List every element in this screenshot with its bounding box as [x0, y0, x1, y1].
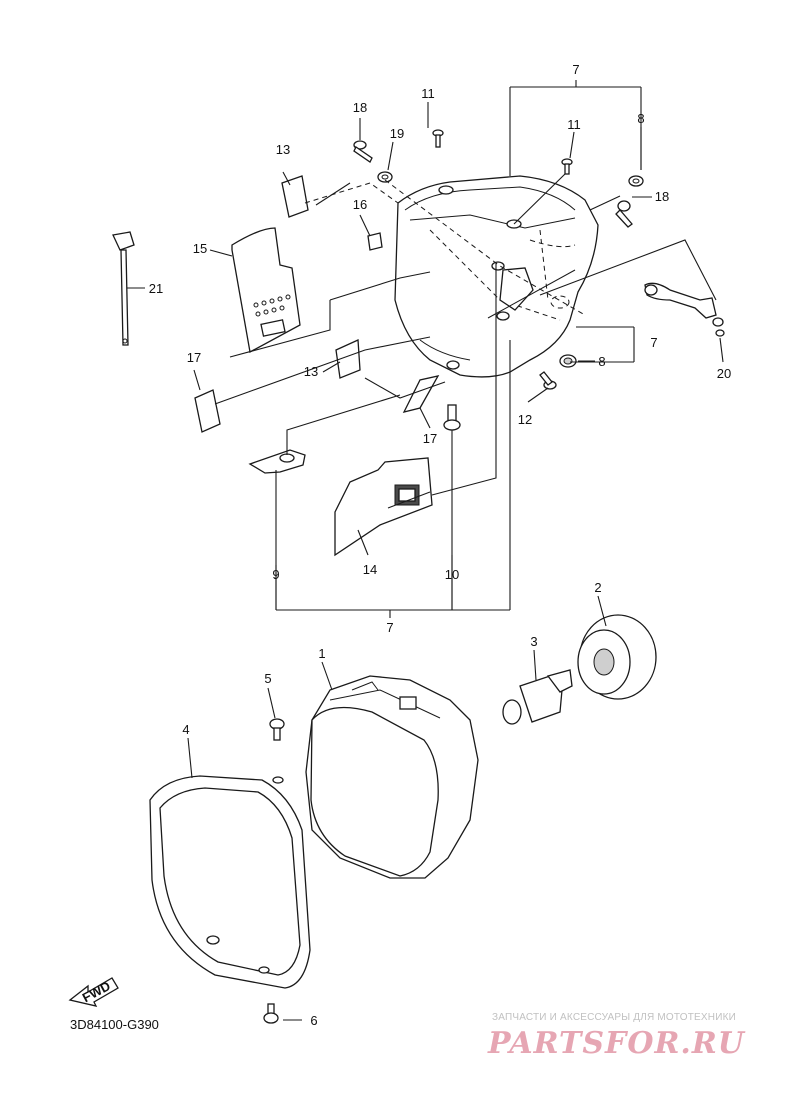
callout-17-left: 17: [187, 350, 201, 365]
callout-9: 9: [272, 567, 279, 582]
callout-14: 14: [363, 562, 377, 577]
callout-2: 2: [594, 580, 601, 595]
headlight-unit-1: [305, 675, 479, 879]
callout-18-right: 18: [655, 189, 669, 204]
callout-21: 21: [149, 281, 163, 296]
screw-5: [269, 718, 285, 741]
callout-numbers: 1 2 3 4 5 6 7 7 7 8 8 9 10 11 11 12 13 1…: [149, 62, 731, 1028]
callout-8-lower: 8: [598, 354, 605, 369]
label-15-dots: [253, 294, 291, 317]
diagram-code: 3D84100-G390: [70, 1017, 159, 1032]
bolt-18-left: [353, 140, 373, 163]
cable-tie-21: [112, 231, 135, 346]
bulb-3: [502, 669, 573, 725]
callout-16: 16: [353, 197, 367, 212]
callout-8-top: 8: [637, 111, 644, 126]
callout-7-right: 7: [650, 335, 657, 350]
callout-18-left: 18: [353, 100, 367, 115]
callout-10: 10: [445, 567, 459, 582]
callout-13-upper: 13: [276, 142, 290, 157]
rim-4: [149, 775, 311, 989]
label-14: [334, 457, 433, 557]
callout-4: 4: [182, 722, 189, 737]
bracket-20: [644, 282, 725, 337]
screw-11-right: [561, 158, 573, 175]
bolt-10: [443, 404, 461, 431]
callout-7-bottom: 7: [386, 620, 393, 635]
callout-6: 6: [310, 1013, 317, 1028]
callout-1: 1: [318, 646, 325, 661]
label-17-left: [194, 389, 221, 433]
grommet-8-top: [628, 175, 644, 187]
bracket-plate-9: [248, 449, 306, 474]
leader-lines: [127, 80, 724, 1021]
label-17-right: [402, 375, 440, 413]
screw-11-top: [432, 129, 444, 148]
callout-3: 3: [530, 634, 537, 649]
callout-12: 12: [518, 412, 532, 427]
label-16: [367, 232, 383, 251]
label-13-upper: [281, 175, 309, 218]
callout-7-top: 7: [572, 62, 579, 77]
watermark-caption: ЗАПЧАСТИ И АКСЕССУАРЫ ДЛЯ МОТОТЕХНИКИ: [492, 1012, 737, 1023]
label-15: [231, 227, 301, 353]
forward-arrow-icon: FWD: [68, 977, 119, 1007]
bulb-cover-2: [577, 614, 657, 700]
screw-6: [263, 1003, 279, 1024]
callout-19: 19: [390, 126, 404, 141]
grommet-8-lower: [559, 354, 577, 368]
callout-11-right: 11: [567, 117, 581, 132]
callout-11-top: 11: [421, 86, 435, 101]
callout-5: 5: [264, 671, 271, 686]
callout-13-middle: 13: [304, 364, 318, 379]
callout-20: 20: [717, 366, 731, 381]
callout-15: 15: [193, 241, 207, 256]
screw-12: [539, 371, 557, 390]
watermark-logo: PARTSFOR.RU: [488, 1026, 745, 1061]
label-13-middle: [335, 339, 361, 379]
callout-17-right: 17: [423, 431, 437, 446]
washer-19: [377, 171, 393, 183]
bolt-18-right: [615, 200, 633, 228]
housing-grommets: [438, 185, 522, 370]
